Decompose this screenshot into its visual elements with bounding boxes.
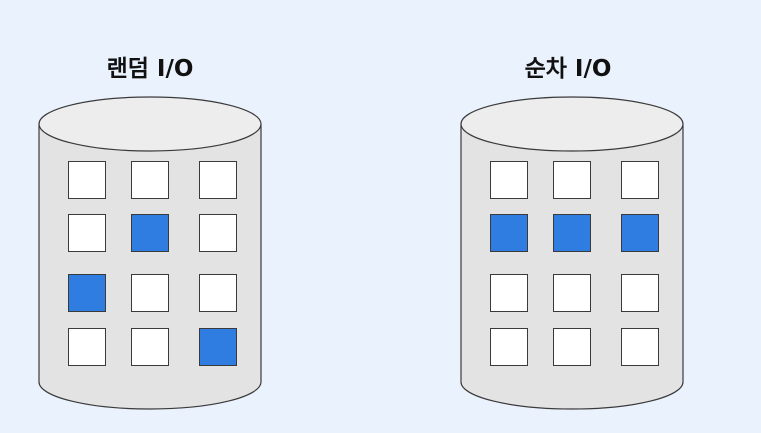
block-r4-c2 xyxy=(553,328,591,366)
accessed-block-r3-c1 xyxy=(68,274,106,312)
block-r1-c2 xyxy=(553,161,591,199)
accessed-block-r2-c1 xyxy=(490,214,528,252)
block-r3-c3 xyxy=(621,274,659,312)
block-r3-c2 xyxy=(131,274,169,312)
block-r1-c3 xyxy=(199,161,237,199)
block-r3-c1 xyxy=(490,274,528,312)
block-r2-c1 xyxy=(68,214,106,252)
block-r2-c3 xyxy=(199,214,237,252)
block-r3-c2 xyxy=(553,274,591,312)
block-r1-c1 xyxy=(68,161,106,199)
accessed-block-r2-c2 xyxy=(553,214,591,252)
block-r3-c3 xyxy=(199,274,237,312)
random-io-disk xyxy=(38,93,262,413)
block-r4-c1 xyxy=(490,328,528,366)
block-r4-c1 xyxy=(68,328,106,366)
block-r4-c3 xyxy=(621,328,659,366)
accessed-block-r2-c2 xyxy=(131,214,169,252)
random-io-title: 랜덤 I/O xyxy=(106,56,194,82)
block-r1-c1 xyxy=(490,161,528,199)
block-r1-c2 xyxy=(131,161,169,199)
accessed-block-r2-c3 xyxy=(621,214,659,252)
block-r4-c2 xyxy=(131,328,169,366)
sequential-io-disk xyxy=(460,93,684,413)
sequential-io-title: 순차 I/O xyxy=(524,56,612,82)
block-r1-c3 xyxy=(621,161,659,199)
accessed-block-r4-c3 xyxy=(199,328,237,366)
